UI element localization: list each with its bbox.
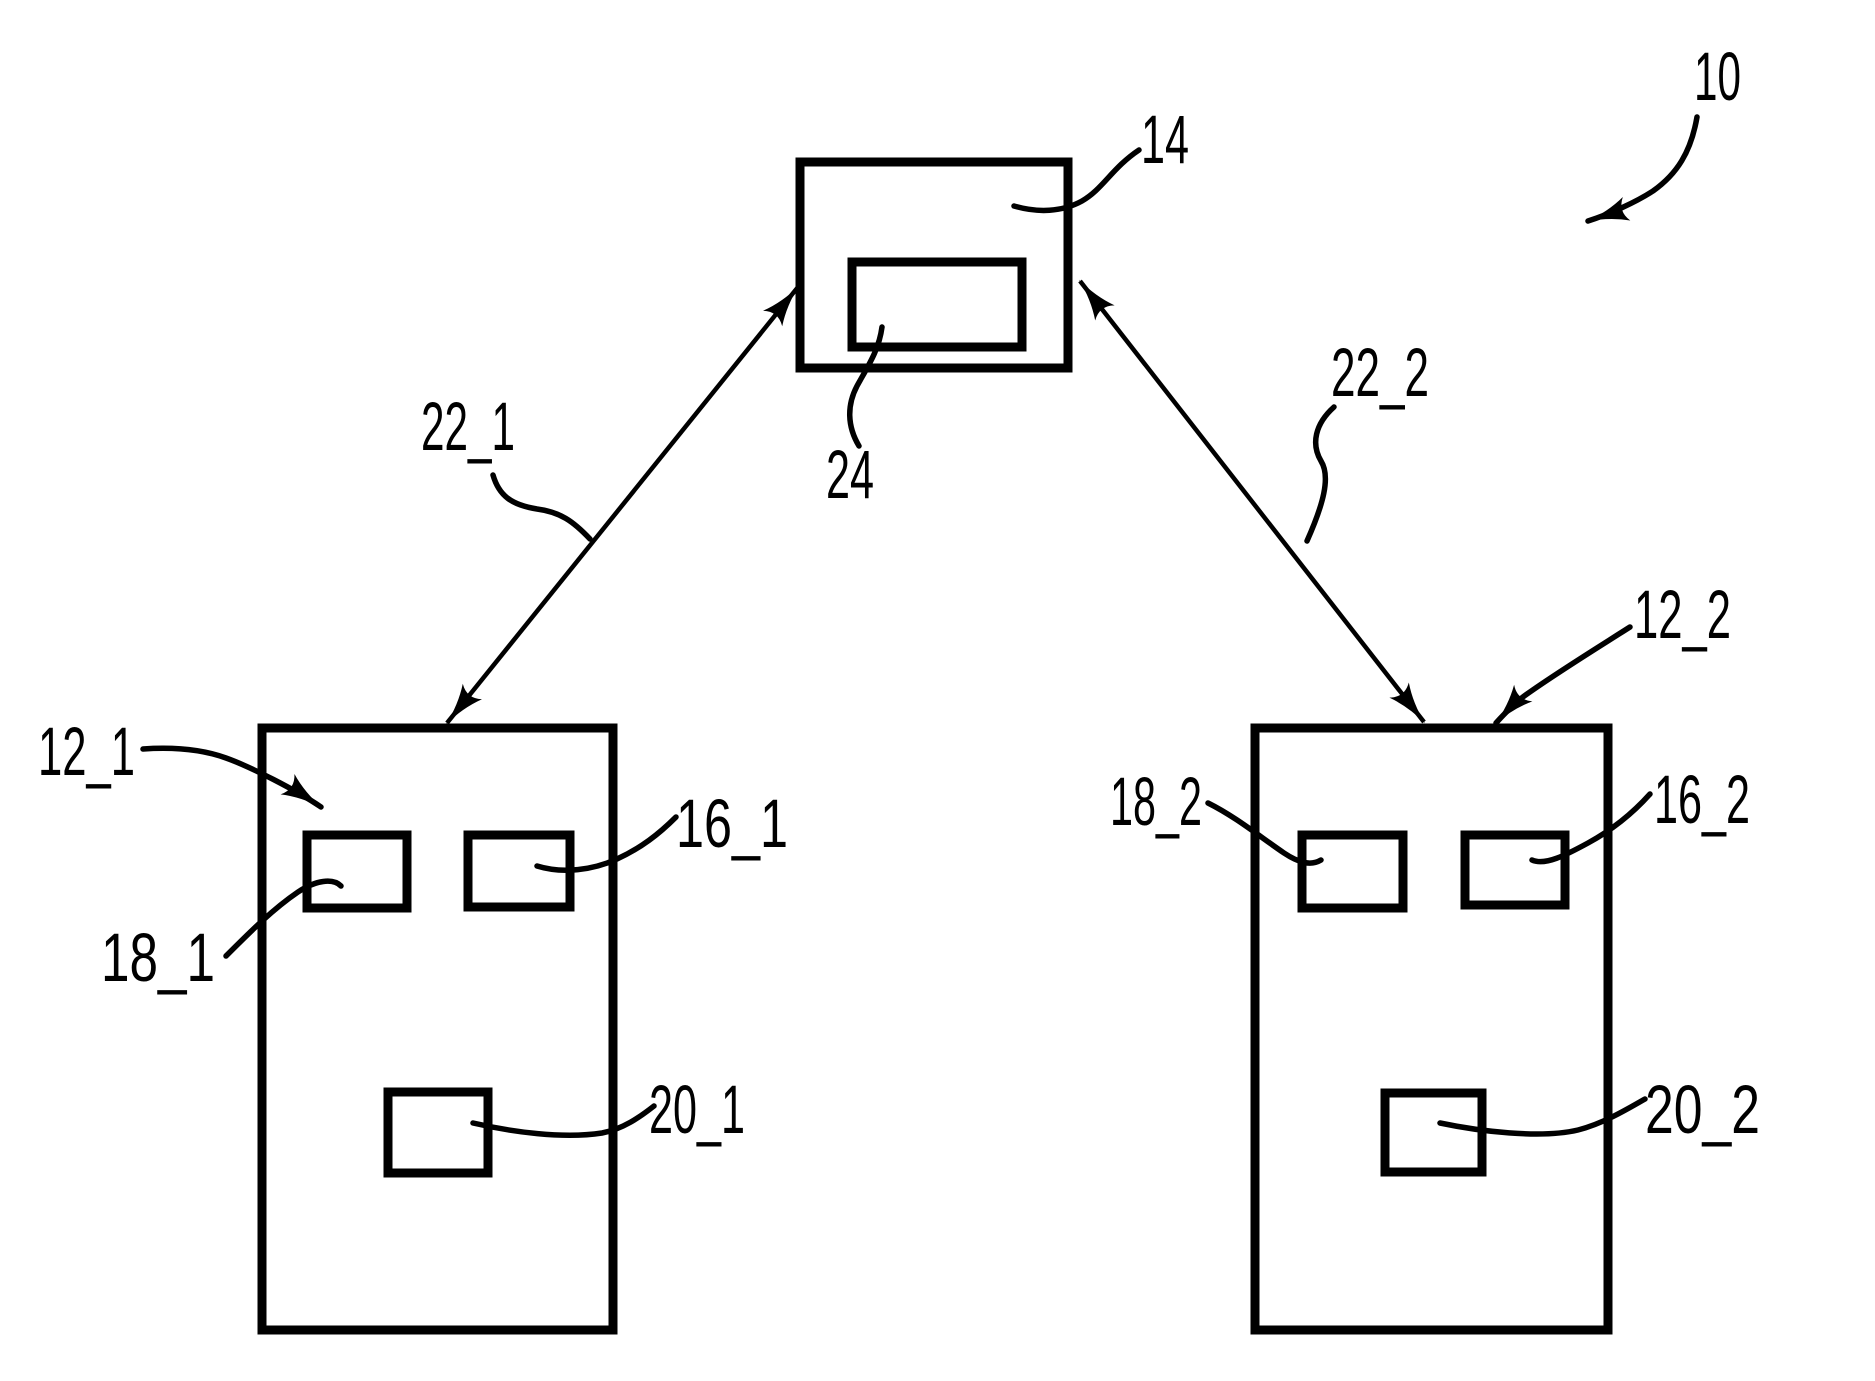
right-device-module-b-box: [1460, 830, 1570, 910]
label-central-unit: 14: [1141, 101, 1189, 178]
system-leader-arrow: [1585, 114, 1700, 224]
label-right-module-c: 20_2: [1645, 1071, 1760, 1148]
label-left-module-b: 16_1: [676, 785, 788, 862]
link-right-leader: [1304, 404, 1337, 544]
right-module-a-leader: [1205, 800, 1324, 866]
label-right-module-a: 18_2: [1110, 763, 1202, 840]
right-module-b-leader: [1529, 791, 1653, 865]
central-unit-box: [795, 157, 1073, 373]
left-device-box: [257, 723, 618, 1335]
central-unit-module-leader: [847, 324, 885, 449]
left-module-a-leader: [223, 878, 344, 959]
central-unit-leader: [1011, 147, 1142, 214]
left-module-b-leader: [534, 814, 679, 873]
right-module-c-leader: [1437, 1096, 1648, 1137]
left-module-c-leader: [470, 1103, 657, 1138]
label-device-left: 12_1: [38, 713, 135, 790]
left-device-leader-arrow: [140, 745, 324, 810]
label-system: 10: [1694, 38, 1741, 115]
central-unit-module-box: [847, 257, 1027, 352]
right-device-box: [1250, 723, 1613, 1335]
right-device-module-c-box: [1380, 1088, 1487, 1177]
label-central-unit-module: 24: [826, 436, 874, 513]
label-right-module-b: 16_2: [1654, 761, 1750, 838]
left-device-module-c-box: [383, 1087, 493, 1178]
label-left-module-a: 18_1: [101, 919, 215, 996]
right-device-leader-arrow: [1493, 624, 1633, 726]
right-device-module-a-box: [1297, 830, 1408, 913]
label-device-right: 12_2: [1634, 576, 1731, 653]
link-left-arrow: [445, 285, 800, 725]
link-left-leader: [490, 472, 593, 542]
label-link-right: 22_2: [1331, 334, 1429, 411]
left-device-module-a-box: [302, 830, 412, 913]
label-link-left: 22_1: [421, 388, 515, 465]
label-left-module-c: 20_1: [649, 1071, 745, 1148]
link-right-arrow: [1078, 279, 1426, 724]
